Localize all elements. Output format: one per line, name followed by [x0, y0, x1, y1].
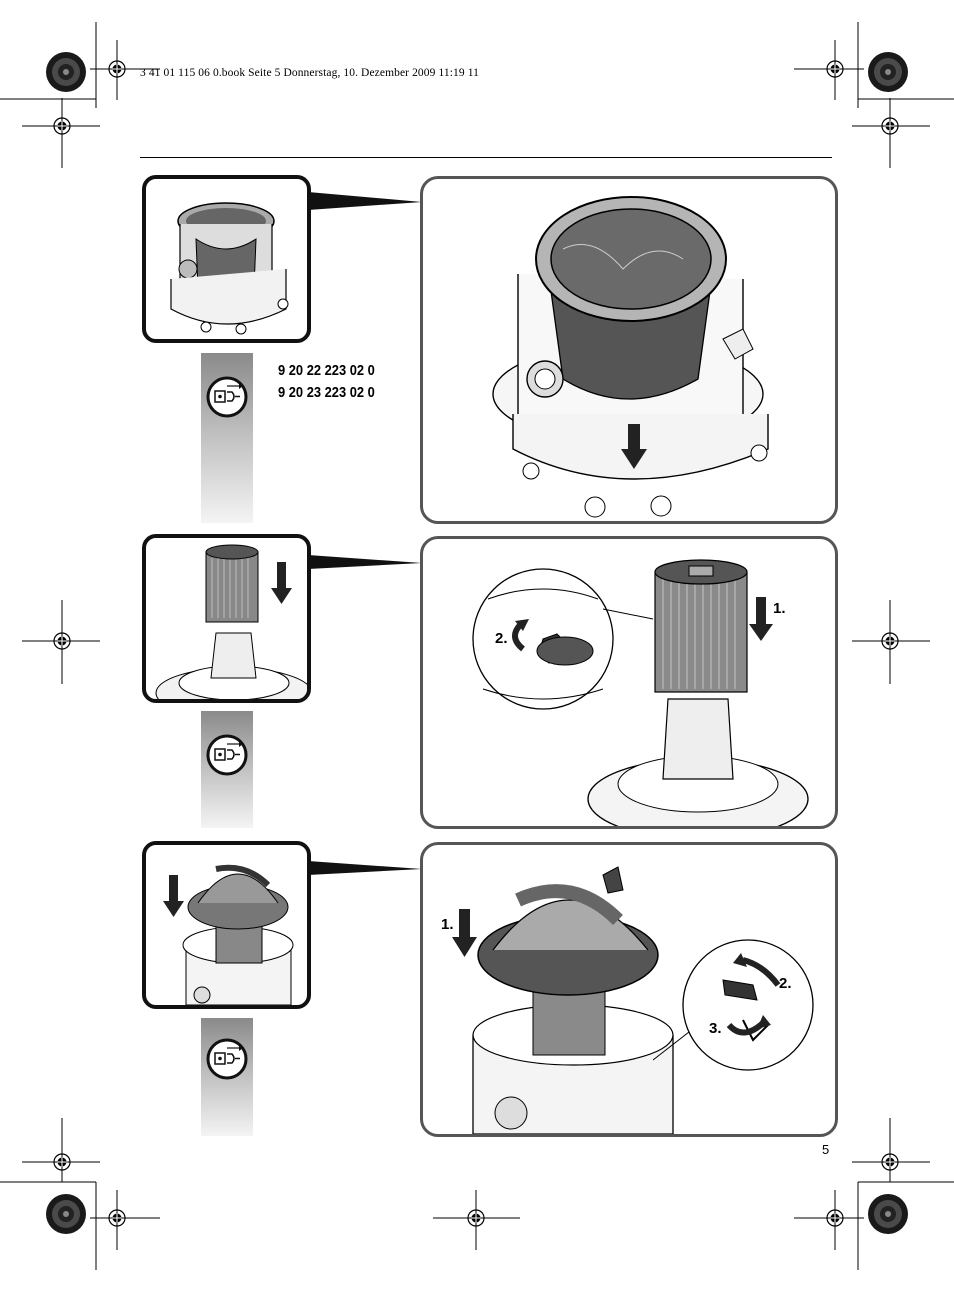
callout-pointer-1 [308, 192, 422, 210]
header-rule [140, 157, 832, 158]
registration-mark [875, 111, 905, 141]
page-number: 5 [822, 1142, 830, 1157]
rotate-arrow-icon [733, 953, 781, 987]
color-target [868, 1194, 908, 1234]
registration-mark [102, 1203, 132, 1233]
rotate-arrow-icon [512, 619, 529, 652]
registration-mark [820, 54, 850, 84]
panel-1 [420, 176, 838, 524]
filter-mount-illustration: 1. 2. [472, 559, 809, 826]
arrow-down-icon [621, 424, 647, 469]
thumbnail-1 [142, 175, 311, 343]
panel-3: 1. 2. 3. [420, 842, 838, 1137]
part-numbers: 9 20 22 223 02 0 9 20 23 223 02 0 [278, 360, 375, 404]
registration-mark [47, 1147, 77, 1177]
arrow-down-icon [271, 562, 292, 604]
registration-mark [102, 54, 132, 84]
registration-mark [820, 1203, 850, 1233]
registration-mark [875, 1147, 905, 1177]
vacuum-open-container-thumbnail [170, 202, 289, 335]
arrow-down-icon [749, 597, 773, 641]
panel-2: 1. 2. [420, 536, 838, 829]
thumbnail-3 [142, 841, 311, 1009]
part-number: 9 20 22 223 02 0 [278, 362, 375, 379]
registration-mark [875, 626, 905, 656]
step-label: 2. [495, 630, 508, 647]
step-label: 2. [779, 975, 792, 992]
rotate-arrow-icon [726, 1015, 771, 1036]
print-header-info: 3 41 01 115 06 0.book Seite 5 Donnerstag… [140, 67, 479, 79]
vacuum-insert-bag-illustration [492, 196, 769, 518]
part-number: 9 20 23 223 02 0 [278, 384, 375, 401]
unplug-icon [206, 376, 248, 418]
registration-mark [47, 626, 77, 656]
unplug-icon [206, 1038, 248, 1080]
thumbnail-2 [142, 534, 311, 703]
callout-pointer-3 [308, 861, 422, 875]
registration-mark [47, 111, 77, 141]
callout-pointer-2 [308, 555, 422, 569]
color-target [46, 1194, 86, 1234]
color-target [868, 52, 908, 92]
motor-head-thumbnail [163, 864, 294, 1005]
arrow-down-icon [452, 909, 477, 957]
filter-insert-thumbnail [155, 544, 307, 699]
registration-mark [461, 1203, 491, 1233]
arrow-down-icon [163, 875, 184, 917]
color-target [46, 52, 86, 92]
step-label: 1. [441, 916, 454, 933]
step-label: 1. [773, 600, 786, 617]
motor-head-attach-illustration: 1. 2. 3. [441, 866, 814, 1134]
step-label: 3. [709, 1020, 722, 1037]
unplug-icon [206, 734, 248, 776]
